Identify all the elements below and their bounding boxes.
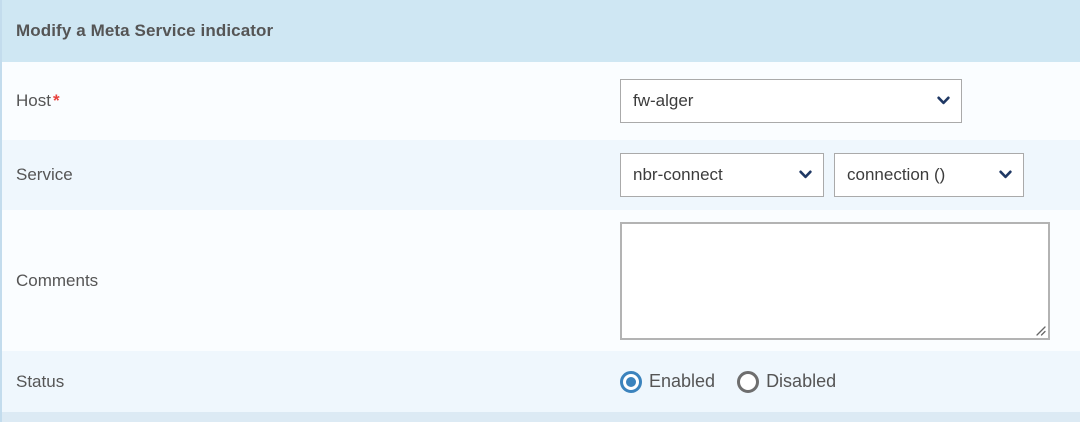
next-row-strip	[0, 412, 1080, 422]
service-label: Service	[16, 165, 73, 184]
status-option-enabled[interactable]: Enabled	[620, 370, 716, 393]
comments-label-cell: Comments	[2, 271, 620, 291]
panel-header: Modify a Meta Service indicator	[0, 0, 1080, 62]
service-select-value: nbr-connect	[633, 165, 723, 184]
required-asterisk: *	[52, 91, 60, 110]
service-connection-select-value: connection ()	[847, 165, 946, 184]
host-label-cell: Host*	[2, 91, 620, 111]
host-select-value: fw-alger	[633, 91, 694, 110]
status-option-disabled-label: Disabled	[766, 371, 837, 391]
host-label: Host	[16, 91, 51, 110]
service-select[interactable]: nbr-connect	[620, 153, 824, 197]
form-row-host: Host* fw-alger	[0, 62, 1080, 140]
status-field-cell: Enabled Disabled	[620, 370, 1080, 393]
comments-textarea[interactable]	[620, 221, 1050, 340]
chevron-down-icon	[937, 94, 950, 107]
form-row-status: Status Enabled Disabled	[0, 351, 1080, 412]
service-connection-select[interactable]: connection ()	[834, 153, 1024, 197]
radio-unselected-icon[interactable]	[737, 370, 760, 393]
status-label-cell: Status	[2, 372, 620, 392]
service-field-cell: nbr-connect connection ()	[620, 153, 1080, 197]
host-select[interactable]: fw-alger	[620, 79, 962, 123]
resize-grip-icon[interactable]	[1032, 322, 1046, 336]
chevron-down-icon	[999, 168, 1012, 181]
host-field-cell: fw-alger	[620, 79, 1080, 123]
page-title: Modify a Meta Service indicator	[16, 21, 274, 40]
radio-selected-icon[interactable]	[620, 370, 642, 393]
status-radio-group: Enabled Disabled	[620, 370, 837, 393]
form-row-service: Service nbr-connect connection ()	[0, 140, 1080, 210]
chevron-down-icon	[799, 168, 812, 181]
status-option-enabled-label: Enabled	[649, 371, 716, 391]
status-label: Status	[16, 371, 65, 391]
form-row-comments: Comments	[0, 210, 1080, 351]
comments-label: Comments	[16, 270, 99, 290]
status-option-disabled[interactable]: Disabled	[737, 370, 837, 393]
comments-field-cell	[620, 221, 1080, 340]
service-label-cell: Service	[2, 165, 620, 185]
